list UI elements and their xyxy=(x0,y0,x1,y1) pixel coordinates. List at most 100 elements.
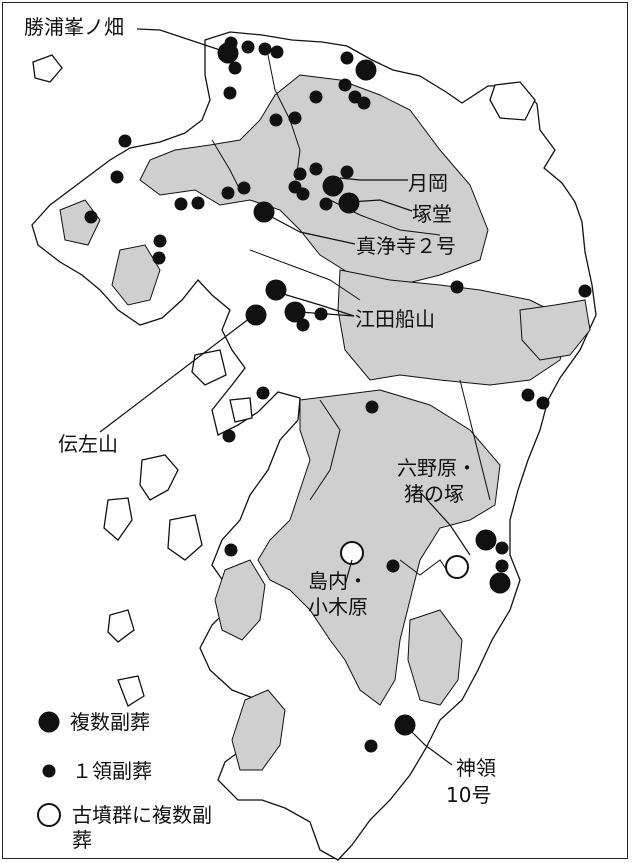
site-marker-single xyxy=(224,543,238,557)
site-marker-single xyxy=(228,61,242,75)
leader-jinryo xyxy=(409,729,453,766)
leader-tsukioka xyxy=(339,177,408,181)
site-marker-single xyxy=(340,165,354,179)
river xyxy=(211,139,241,191)
site-markers xyxy=(84,36,592,753)
site-marker-single xyxy=(340,51,354,65)
site-marker-multiple xyxy=(253,201,275,223)
site-marker-single xyxy=(364,739,378,753)
leader-densazan xyxy=(99,317,251,433)
site-marker-single xyxy=(224,36,238,50)
label-katsuura: 勝浦峯ノ畑 xyxy=(24,15,124,39)
label-shinjoji: 真浄寺２号 xyxy=(356,234,456,258)
site-marker-single xyxy=(153,234,167,248)
leader-shimauchi xyxy=(344,559,353,586)
site-marker-multiple xyxy=(245,304,267,326)
site-marker-single xyxy=(118,134,132,148)
leader-tsukado xyxy=(349,199,413,212)
leader-katsuura xyxy=(136,28,227,53)
label-tsukioka: 月岡 xyxy=(408,171,448,195)
site-marker-single xyxy=(288,111,302,125)
site-marker-group xyxy=(445,555,469,579)
label-etafunayama: 江田船山 xyxy=(355,307,435,331)
highland-osumi xyxy=(407,609,463,706)
island xyxy=(229,397,253,423)
leader-shinjoji xyxy=(267,214,356,245)
site-marker-single xyxy=(450,280,464,294)
site-marker-multiple xyxy=(489,572,511,594)
site-marker-single xyxy=(110,170,124,184)
site-marker-multiple xyxy=(475,529,497,551)
site-marker-single xyxy=(84,210,98,224)
highland-north xyxy=(139,74,489,286)
label-shimauchi-2: 小木原 xyxy=(308,595,368,619)
label-shimauchi-1: 島内・ xyxy=(308,569,368,593)
river xyxy=(249,249,361,301)
island xyxy=(191,349,227,386)
river xyxy=(459,379,491,501)
site-marker-single xyxy=(191,196,205,210)
river xyxy=(309,399,341,501)
highland-satsuma xyxy=(231,689,286,771)
highland-south xyxy=(257,389,501,706)
legend-label-single: １領副葬 xyxy=(72,759,152,783)
legend-marker-group xyxy=(37,803,61,827)
island xyxy=(32,54,63,83)
site-marker-single xyxy=(495,541,509,555)
site-marker-single xyxy=(357,96,371,110)
site-marker-single xyxy=(365,400,379,414)
island xyxy=(117,675,145,707)
site-marker-single xyxy=(338,78,352,92)
site-marker-single xyxy=(270,45,284,59)
island xyxy=(489,81,536,121)
label-densazan: 伝左山 xyxy=(58,432,118,456)
site-marker-single xyxy=(256,386,270,400)
site-marker-single xyxy=(319,197,333,211)
site-marker-multiple xyxy=(322,175,344,197)
highland-southwest xyxy=(214,559,266,641)
site-marker-single xyxy=(258,42,272,56)
site-marker-single xyxy=(237,181,251,195)
site-marker-single xyxy=(269,113,283,127)
legend-label-group-2: 葬 xyxy=(72,828,92,852)
island xyxy=(167,514,203,561)
site-marker-multiple xyxy=(265,279,287,301)
site-marker-single xyxy=(223,86,237,100)
legend: 複数副葬 １領副葬 古墳群に複数副 葬 xyxy=(37,710,212,852)
leader-rokuyabaru xyxy=(419,491,471,556)
site-marker-multiple xyxy=(284,301,306,323)
site-marker-single xyxy=(241,40,255,54)
site-marker-single xyxy=(296,187,310,201)
site-marker-single xyxy=(296,318,310,332)
site-marker-single xyxy=(536,396,550,410)
island xyxy=(103,497,133,541)
label-rokuyabaru-1: 六野原・ xyxy=(397,456,477,480)
site-marker-multiple xyxy=(338,192,360,214)
label-jinryo-2: 10号 xyxy=(446,783,491,807)
site-marker-single xyxy=(174,197,188,211)
site-marker-single xyxy=(309,162,323,176)
leader-etafunayama xyxy=(279,292,355,317)
leader-etafunayama-2 xyxy=(299,311,355,317)
site-marker-single xyxy=(222,429,236,443)
site-marker-single xyxy=(309,90,323,104)
site-marker-single xyxy=(293,167,307,181)
site-marker-single xyxy=(495,559,509,573)
legend-label-multiple: 複数副葬 xyxy=(70,710,150,734)
site-marker-single xyxy=(578,284,592,298)
legend-marker-multiple xyxy=(38,711,60,733)
legend-label-group-1: 古墳群に複数副 xyxy=(72,803,212,827)
label-jinryo-1: 神領 xyxy=(456,756,496,780)
highland-east-coast xyxy=(519,299,591,361)
site-marker-multiple xyxy=(355,59,377,81)
site-marker-single xyxy=(221,186,235,200)
label-tsukado: 塚堂 xyxy=(412,202,452,226)
river xyxy=(399,559,451,576)
site-marker-group xyxy=(340,541,364,565)
site-marker-single xyxy=(521,388,535,402)
site-marker-single xyxy=(152,251,166,265)
label-rokuyabaru-2: 猪の塚 xyxy=(404,482,464,506)
legend-marker-single xyxy=(42,764,56,778)
island xyxy=(107,609,135,643)
